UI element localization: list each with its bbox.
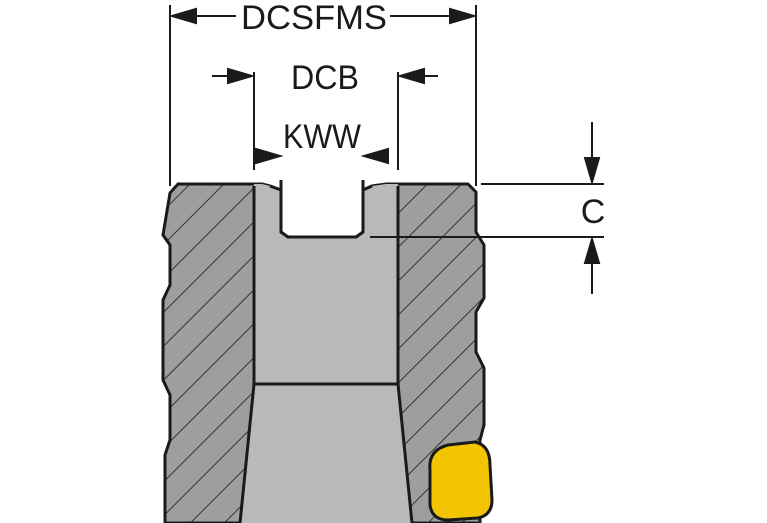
dimension-arrow-icon (360, 147, 389, 165)
kww-dimension (255, 147, 389, 165)
dcb-dimension (212, 67, 438, 85)
bore-outline (238, 186, 414, 523)
kww-label: KWW (283, 118, 361, 156)
dcsfms-dimension (168, 7, 478, 25)
dimension-arrow-icon (227, 67, 256, 85)
extension-lines (169, 5, 604, 238)
dimension-arrow-icon (168, 7, 197, 25)
keyway-opening (283, 180, 361, 235)
dimension-arrow-icon (396, 67, 425, 85)
dimension-arrow-icon (255, 147, 284, 165)
dimension-arrow-icon (449, 7, 478, 25)
dcsfms-label: DCSFMS (241, 0, 387, 37)
dimension-arrow-icon (583, 157, 601, 186)
cutting-insert (428, 440, 494, 522)
c-dimension (583, 122, 601, 294)
c-label: C (581, 193, 606, 231)
dcb-label: DCB (291, 59, 359, 97)
dimension-arrow-icon (583, 235, 601, 264)
